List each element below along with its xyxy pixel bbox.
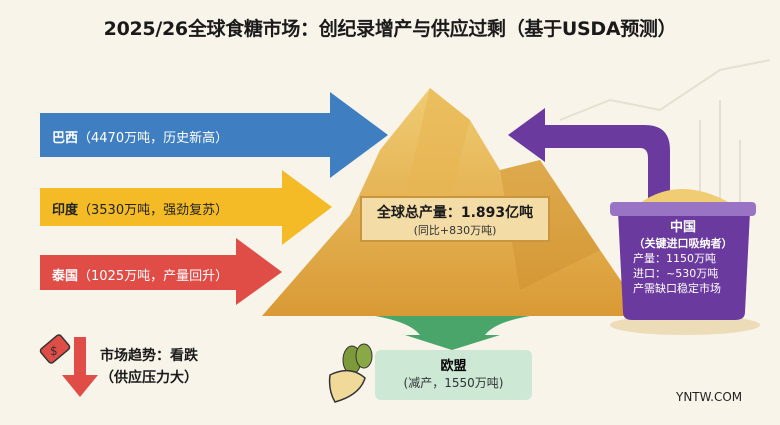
svg-text:$: $ [50, 344, 58, 358]
india-label: 印度（3530万吨，强劲复苏） [52, 203, 229, 218]
down-arrow-icon [62, 337, 98, 397]
china-arrow [508, 108, 670, 215]
watermark: YNTW.COM [676, 390, 743, 404]
brazil-label: 巴西（4470万吨，历史新高） [52, 131, 229, 146]
thailand-arrow [40, 238, 282, 305]
total-production-banner: 全球总产量：1.893亿吨 (同比+830万吨) [360, 196, 550, 242]
market-trend: 市场趋势：看跌 （供应压力大） [100, 345, 198, 389]
china-imports: 进口：~530万吨 [633, 267, 719, 280]
trend-line2: （供应压力大） [100, 370, 198, 386]
china-production: 产量：1150万吨 [633, 252, 716, 265]
china-name: 中国 [669, 220, 696, 235]
china-note: 产需缺口稳定市场 [633, 282, 721, 295]
eu-name: 欧盟 [440, 359, 467, 374]
eu-sub: (减产，1550万吨) [403, 376, 504, 390]
china-role: （关键进口吸纳者） [633, 237, 733, 250]
india-arrow [40, 170, 332, 245]
sugar-beet-icon [328, 343, 373, 403]
china-bin [618, 212, 750, 320]
total-sub: (同比+830万吨) [413, 224, 497, 237]
page-title: 2025/26全球食糖市场：创纪录增产与供应过剩（基于USDA预测） [103, 18, 677, 40]
total-label: 全球总产量：1.893亿吨 [376, 205, 534, 221]
price-tag-icon: $ [39, 334, 71, 364]
thailand-label: 泰国（1025万吨，产量回升） [52, 269, 229, 284]
brazil-arrow [40, 92, 388, 178]
eu-arrow [375, 316, 530, 350]
china-box: 中国 （关键进口吸纳者） 产量：1150万吨 进口：~530万吨 产需缺口稳定市… [613, 216, 753, 296]
eu-box: 欧盟 (减产，1550万吨) [375, 350, 532, 400]
trend-line1: 市场趋势：看跌 [100, 348, 198, 364]
